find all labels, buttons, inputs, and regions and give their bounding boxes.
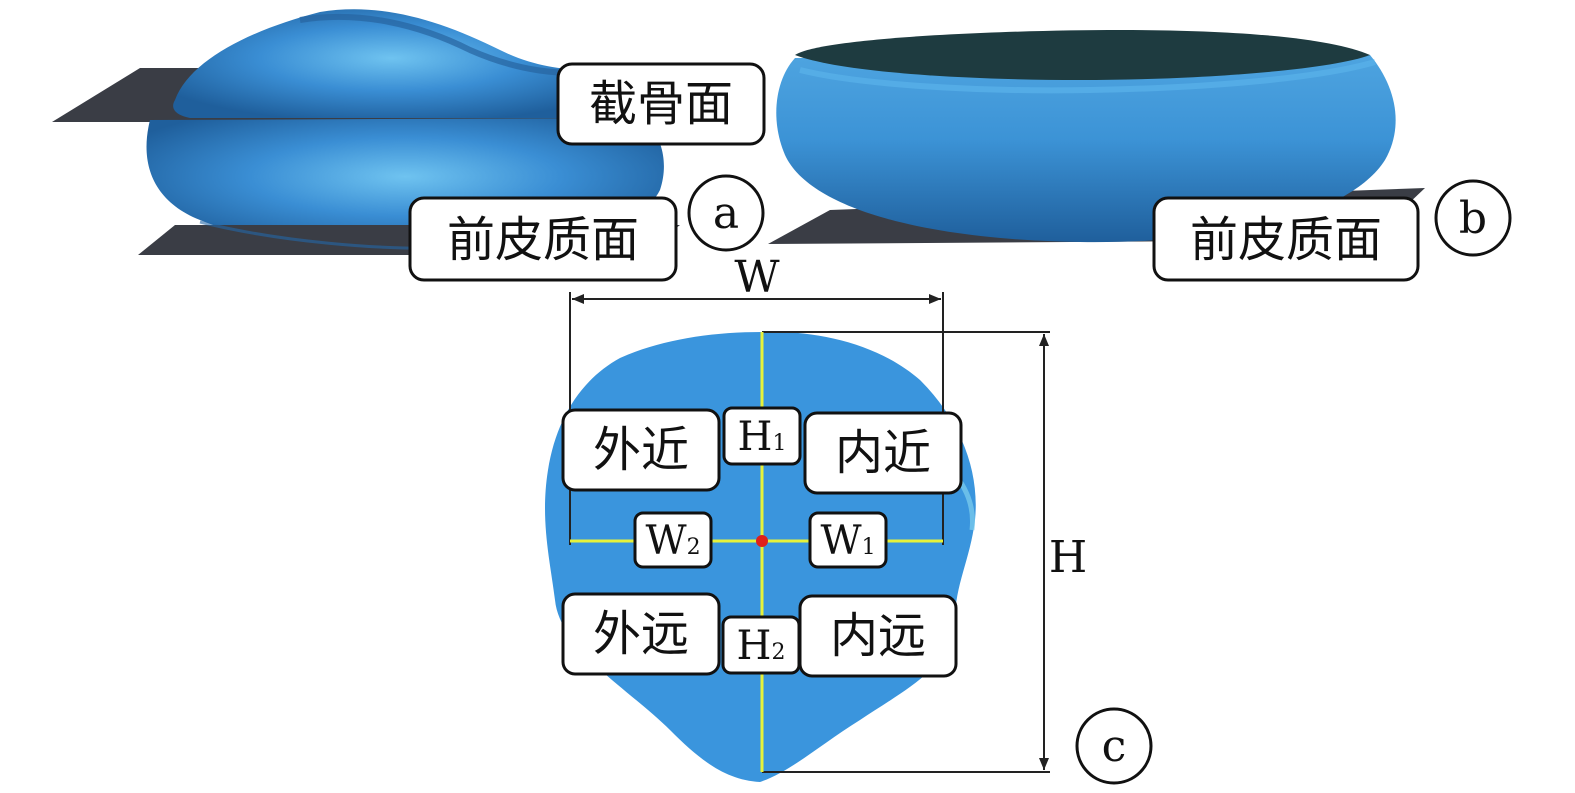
w2-box	[633, 511, 713, 569]
lateral-proximal-box	[561, 408, 721, 492]
h2-label: H2	[737, 623, 786, 669]
h-arrow-top	[1039, 334, 1049, 346]
lateral-distal-box	[561, 592, 721, 676]
w1-label: W1	[820, 518, 875, 564]
panel-b: 前皮质面 b	[768, 30, 1512, 282]
bone-rim-b	[799, 59, 1376, 94]
panel-c-tag-circle	[1075, 707, 1153, 785]
panel-b-tag: b	[1459, 193, 1487, 244]
h-arrow-bottom	[1039, 758, 1049, 770]
h1-box	[722, 406, 802, 466]
w-dimension-label: W	[734, 252, 780, 303]
bone-disc-b	[776, 55, 1396, 243]
panel-c-tag: c	[1102, 721, 1127, 772]
bone-section-c	[545, 331, 976, 782]
panel-a: 截骨面 前皮质面 a	[52, 9, 766, 282]
panel-a-tag: a	[713, 188, 739, 239]
w2-label: W2	[645, 518, 700, 564]
lateral-proximal-label: 外近	[593, 422, 689, 478]
center-point	[756, 535, 768, 547]
bone-dome-a	[173, 9, 610, 118]
panel-c: W H 外近 内近 外远 内远 H1 H2 W2 W1	[545, 252, 1153, 785]
h2-box	[721, 615, 801, 675]
h-dimension-label: H	[1049, 532, 1087, 583]
medial-proximal-label: 内近	[835, 425, 931, 481]
panel-b-tag-circle	[1434, 179, 1512, 257]
cut-plane-label-a: 截骨面	[589, 76, 733, 132]
medial-distal-label: 内远	[830, 608, 926, 664]
medial-proximal-box	[803, 411, 963, 495]
cortex-plane-label-box-b	[1152, 196, 1420, 282]
w-arrow-left	[572, 294, 584, 304]
h1-label: H1	[738, 414, 787, 460]
cortex-plane-label-a: 前皮质面	[447, 212, 639, 268]
panel-a-tag-circle	[687, 174, 765, 252]
cortex-plane-label-box-a	[408, 196, 678, 282]
cut-surface-b	[795, 30, 1370, 80]
cortex-plane-label-b: 前皮质面	[1190, 212, 1382, 268]
lateral-distal-label: 外远	[593, 606, 689, 662]
w-arrow-right	[929, 294, 941, 304]
w1-box	[808, 511, 888, 569]
cut-plane-label-box-a	[556, 62, 766, 146]
